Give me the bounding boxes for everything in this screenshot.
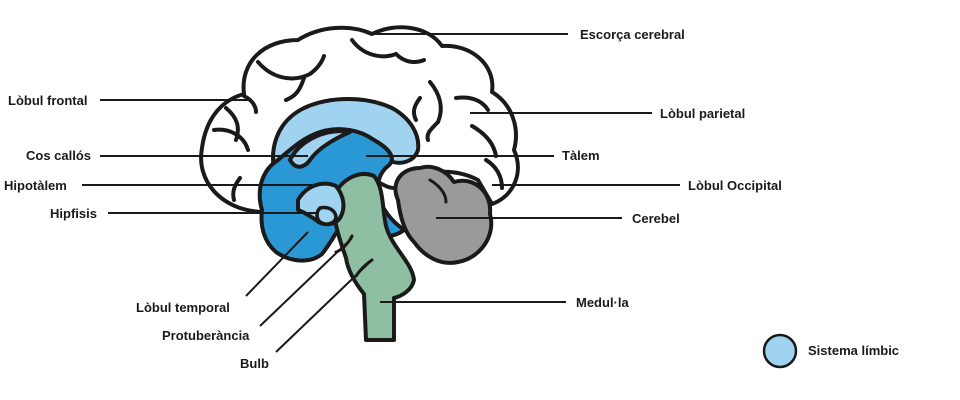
label-cerebellum: Cerebel [632,211,680,226]
label-temporal-lobe: Lòbul temporal [136,300,230,315]
label-corpus-callosum: Cos callós [26,148,91,163]
legend: Sistema límbic [762,333,899,369]
legend-limbic-swatch [762,333,798,369]
brainstem-shape [331,172,416,342]
leader-bulb [275,259,373,353]
pituitary-shape [315,205,338,226]
cortex-sulci [212,38,504,202]
label-pons: Protuberància [162,328,250,343]
label-frontal-lobe: Lòbul frontal [8,93,87,108]
callosum-inner-curve [288,129,352,169]
cerebellum-shape [393,164,494,265]
label-occipital-lobe: Lòbul Occipital [688,178,782,193]
leader-temporal [245,231,309,297]
label-pituitary: Hipfisis [50,206,97,221]
label-parietal-lobe: Lòbul parietal [660,106,745,121]
label-hypothalamus: Hipotàlem [4,178,67,193]
label-spinal-medulla: Medul·la [576,295,629,310]
legend-limbic-label: Sistema límbic [808,343,899,358]
leader-lines [82,33,680,353]
label-bulb: Bulb [240,356,269,371]
label-cortex: Escorça cerebral [580,27,685,42]
leader-pons [259,237,353,327]
label-thalamus: Tàlem [562,148,600,163]
cerebellum-fold [428,178,448,204]
